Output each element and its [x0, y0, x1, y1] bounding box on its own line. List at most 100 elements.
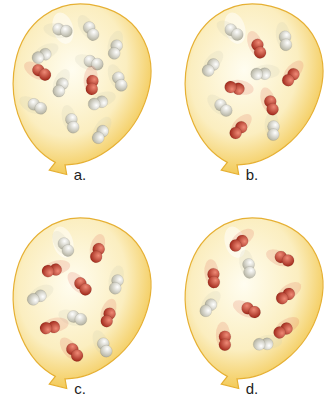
- atom: [274, 290, 291, 307]
- atom: [107, 46, 122, 61]
- oxygen-molecule: [64, 268, 94, 300]
- oxygen-molecule: [272, 278, 305, 306]
- atom: [253, 338, 266, 351]
- hydrogen-molecule: [89, 328, 114, 361]
- atom: [227, 237, 244, 254]
- oxygen-molecule: [244, 29, 268, 61]
- oxygen-molecule: [226, 225, 258, 254]
- highlight: [221, 10, 249, 46]
- atom: [69, 347, 86, 364]
- atom: [219, 339, 231, 351]
- atom: [51, 83, 67, 99]
- atom: [37, 66, 54, 83]
- hydrogen-molecule: [213, 16, 245, 45]
- atom: [25, 291, 41, 307]
- hydrogen-molecule: [16, 92, 49, 119]
- atom: [223, 80, 237, 94]
- atom: [41, 264, 55, 278]
- atom: [85, 26, 101, 42]
- atom: [218, 102, 235, 119]
- oxygen-molecule: [225, 110, 256, 141]
- balloon-skin: [0, 204, 165, 403]
- hydrogen-molecule: [24, 281, 57, 307]
- hydrogen-molecule: [104, 29, 127, 61]
- balloon-skin: [164, 0, 331, 189]
- oxygen-molecule: [216, 322, 231, 351]
- atom: [197, 302, 214, 319]
- oxygen-molecule: [230, 296, 263, 323]
- atom: [108, 281, 123, 296]
- hydrogen-molecule: [264, 111, 280, 141]
- atom: [77, 281, 94, 298]
- atom: [200, 62, 217, 79]
- balloon: [0, 0, 165, 189]
- atom: [208, 276, 221, 289]
- panel-letter: b.: [246, 166, 259, 183]
- atom: [271, 324, 287, 340]
- atom: [227, 124, 244, 141]
- hydrogen-molecule: [74, 12, 101, 45]
- atom: [267, 128, 279, 140]
- highlight: [49, 10, 77, 46]
- atom: [113, 78, 129, 94]
- atom: [280, 252, 296, 268]
- oxygen-molecule: [86, 232, 109, 264]
- oxygen-molecule: [270, 313, 303, 340]
- atom: [98, 343, 114, 359]
- panel-letter: a.: [74, 166, 87, 183]
- balloon-skin: [164, 204, 331, 403]
- balloon: [164, 0, 331, 189]
- hydrogen-molecule: [29, 40, 62, 66]
- atom: [73, 312, 89, 328]
- atom: [252, 45, 267, 60]
- atom: [89, 249, 104, 264]
- hydrogen-molecule: [105, 264, 128, 296]
- atom: [280, 72, 297, 89]
- atom: [99, 313, 115, 329]
- hydrogen-molecule: [59, 103, 80, 135]
- oxygen-molecule: [40, 258, 71, 278]
- oxygen-molecule: [82, 65, 99, 95]
- atom: [85, 82, 98, 95]
- hydrogen-molecule: [275, 21, 293, 51]
- oxygen-molecule: [204, 259, 220, 289]
- atom: [246, 304, 262, 320]
- panel-letter: c.: [74, 380, 86, 397]
- oxygen-molecule: [263, 245, 296, 271]
- hydrogen-molecule: [197, 47, 227, 79]
- hydrogen-molecule: [49, 228, 76, 261]
- hydrogen-molecule: [204, 90, 235, 121]
- atom: [229, 26, 246, 43]
- atom: [59, 24, 74, 39]
- oxygen-molecule: [21, 57, 53, 86]
- atom: [87, 97, 102, 112]
- balloon: [0, 204, 165, 403]
- atom: [90, 129, 107, 146]
- panel-letter: d.: [246, 380, 259, 397]
- oxygen-molecule: [56, 334, 85, 366]
- hydrogen-molecule: [105, 62, 129, 94]
- atom: [279, 38, 292, 51]
- highlight: [49, 224, 77, 260]
- atom: [60, 242, 76, 258]
- atom: [66, 120, 80, 134]
- oxygen-molecule: [223, 77, 255, 98]
- hydrogen-molecule: [48, 66, 74, 99]
- oxygen-molecule: [258, 85, 280, 117]
- hydrogen-molecule: [195, 287, 225, 319]
- oxygen-molecule: [96, 296, 120, 328]
- hydrogen-molecule: [87, 114, 116, 146]
- hydrogen-molecule: [42, 20, 74, 42]
- oxygen-molecule: [39, 316, 70, 335]
- atom: [243, 266, 256, 279]
- atom: [39, 321, 53, 335]
- atom: [251, 68, 263, 80]
- hydrogen-molecule: [238, 249, 256, 280]
- balloon-skin: [0, 0, 165, 189]
- balloon: [164, 204, 331, 403]
- oxygen-molecule: [277, 57, 308, 89]
- atom: [265, 102, 280, 117]
- atom: [33, 100, 49, 116]
